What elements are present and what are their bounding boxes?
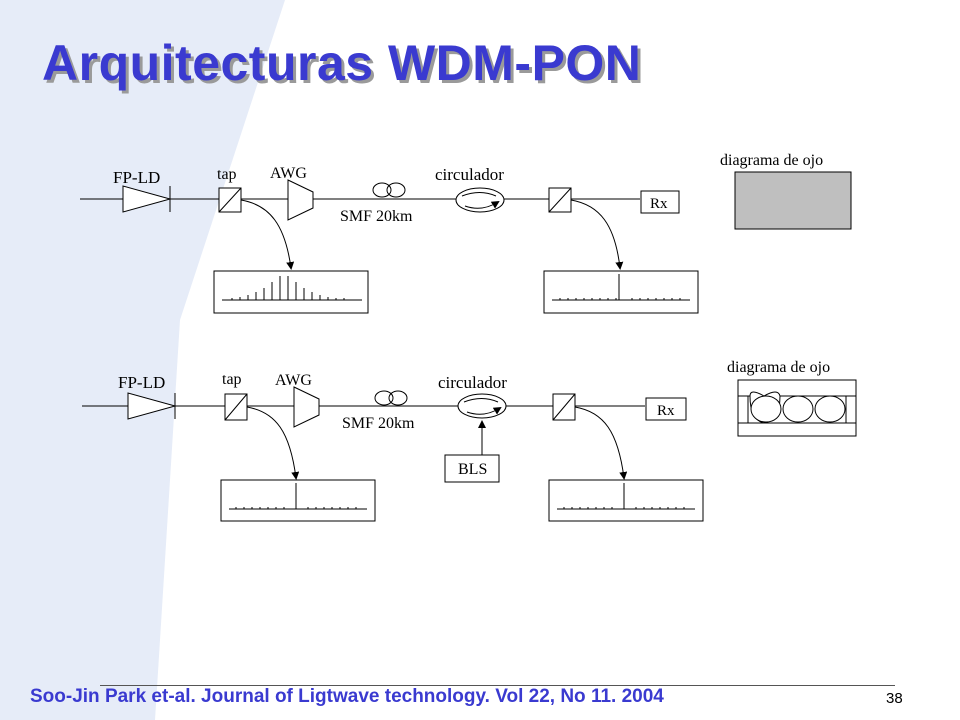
- circulator-label: circulador: [438, 373, 507, 392]
- fp-ld-label: FP-LD: [118, 373, 165, 392]
- awg-label: AWG: [275, 372, 312, 389]
- footer-divider: [100, 685, 895, 686]
- tap-to-spectrum-arrow: [240, 199, 295, 270]
- eye-diagram-label: diagrama de ojo: [727, 359, 830, 376]
- spectrum-plot-single-2: [548, 479, 704, 522]
- circulator-icon: [455, 187, 505, 213]
- slide-title: Arquitecturas WDM-PON: [42, 35, 642, 91]
- spectrum-plot-single: [220, 479, 376, 522]
- page-number: 38: [886, 690, 903, 707]
- fiber-spool-icon: [372, 182, 406, 198]
- tap-to-spectrum-arrow-2: [574, 406, 628, 480]
- eye-diagram-label: diagrama de ojo: [720, 152, 823, 169]
- awg-icon: [293, 386, 320, 428]
- fp-ld-label: FP-LD: [113, 168, 160, 187]
- fiber-spool-icon: [374, 390, 408, 406]
- spectrum-plot-multimode: [213, 270, 369, 314]
- fp-ld-diode-icon: [127, 392, 177, 420]
- background-wedge: [0, 0, 285, 720]
- circulator-label: circulador: [435, 165, 504, 184]
- tap-to-spectrum-arrow: [246, 406, 300, 480]
- receiver-box: [645, 397, 687, 421]
- fiber-label: SMF 20km: [342, 415, 415, 432]
- eye-diagram-closed: [734, 171, 852, 230]
- diagram-bottom: FP-LD tap AWG SMF 20km circulador BLS: [82, 359, 857, 522]
- circulator-icon: [457, 393, 507, 419]
- fiber-label: SMF 20km: [340, 208, 413, 225]
- footer-reference: Soo-Jin Park et-al. Journal of Ligtwave …: [30, 686, 664, 707]
- fp-ld-diode-icon: [122, 185, 172, 213]
- receiver-box: [640, 190, 680, 214]
- bls-label: BLS: [458, 461, 487, 478]
- receiver-label: Rx: [650, 196, 668, 212]
- tap-label: tap: [217, 166, 237, 183]
- awg-label: AWG: [270, 165, 307, 182]
- receiver-label: Rx: [657, 403, 675, 419]
- tap-coupler-icon: [224, 393, 248, 421]
- tap-coupler-icon-2: [552, 393, 576, 421]
- tap-label: tap: [222, 371, 242, 388]
- awg-icon: [287, 179, 314, 221]
- tap-to-spectrum-arrow-2: [570, 199, 624, 270]
- eye-diagram-open: [737, 379, 857, 437]
- diagram-top: FP-LD tap AWG SMF 20km circulado: [80, 152, 852, 314]
- tap-coupler-icon: [218, 187, 242, 213]
- spectrum-plot-single: [543, 270, 699, 314]
- bls-box: [444, 454, 500, 483]
- tap-coupler-icon-2: [548, 187, 572, 213]
